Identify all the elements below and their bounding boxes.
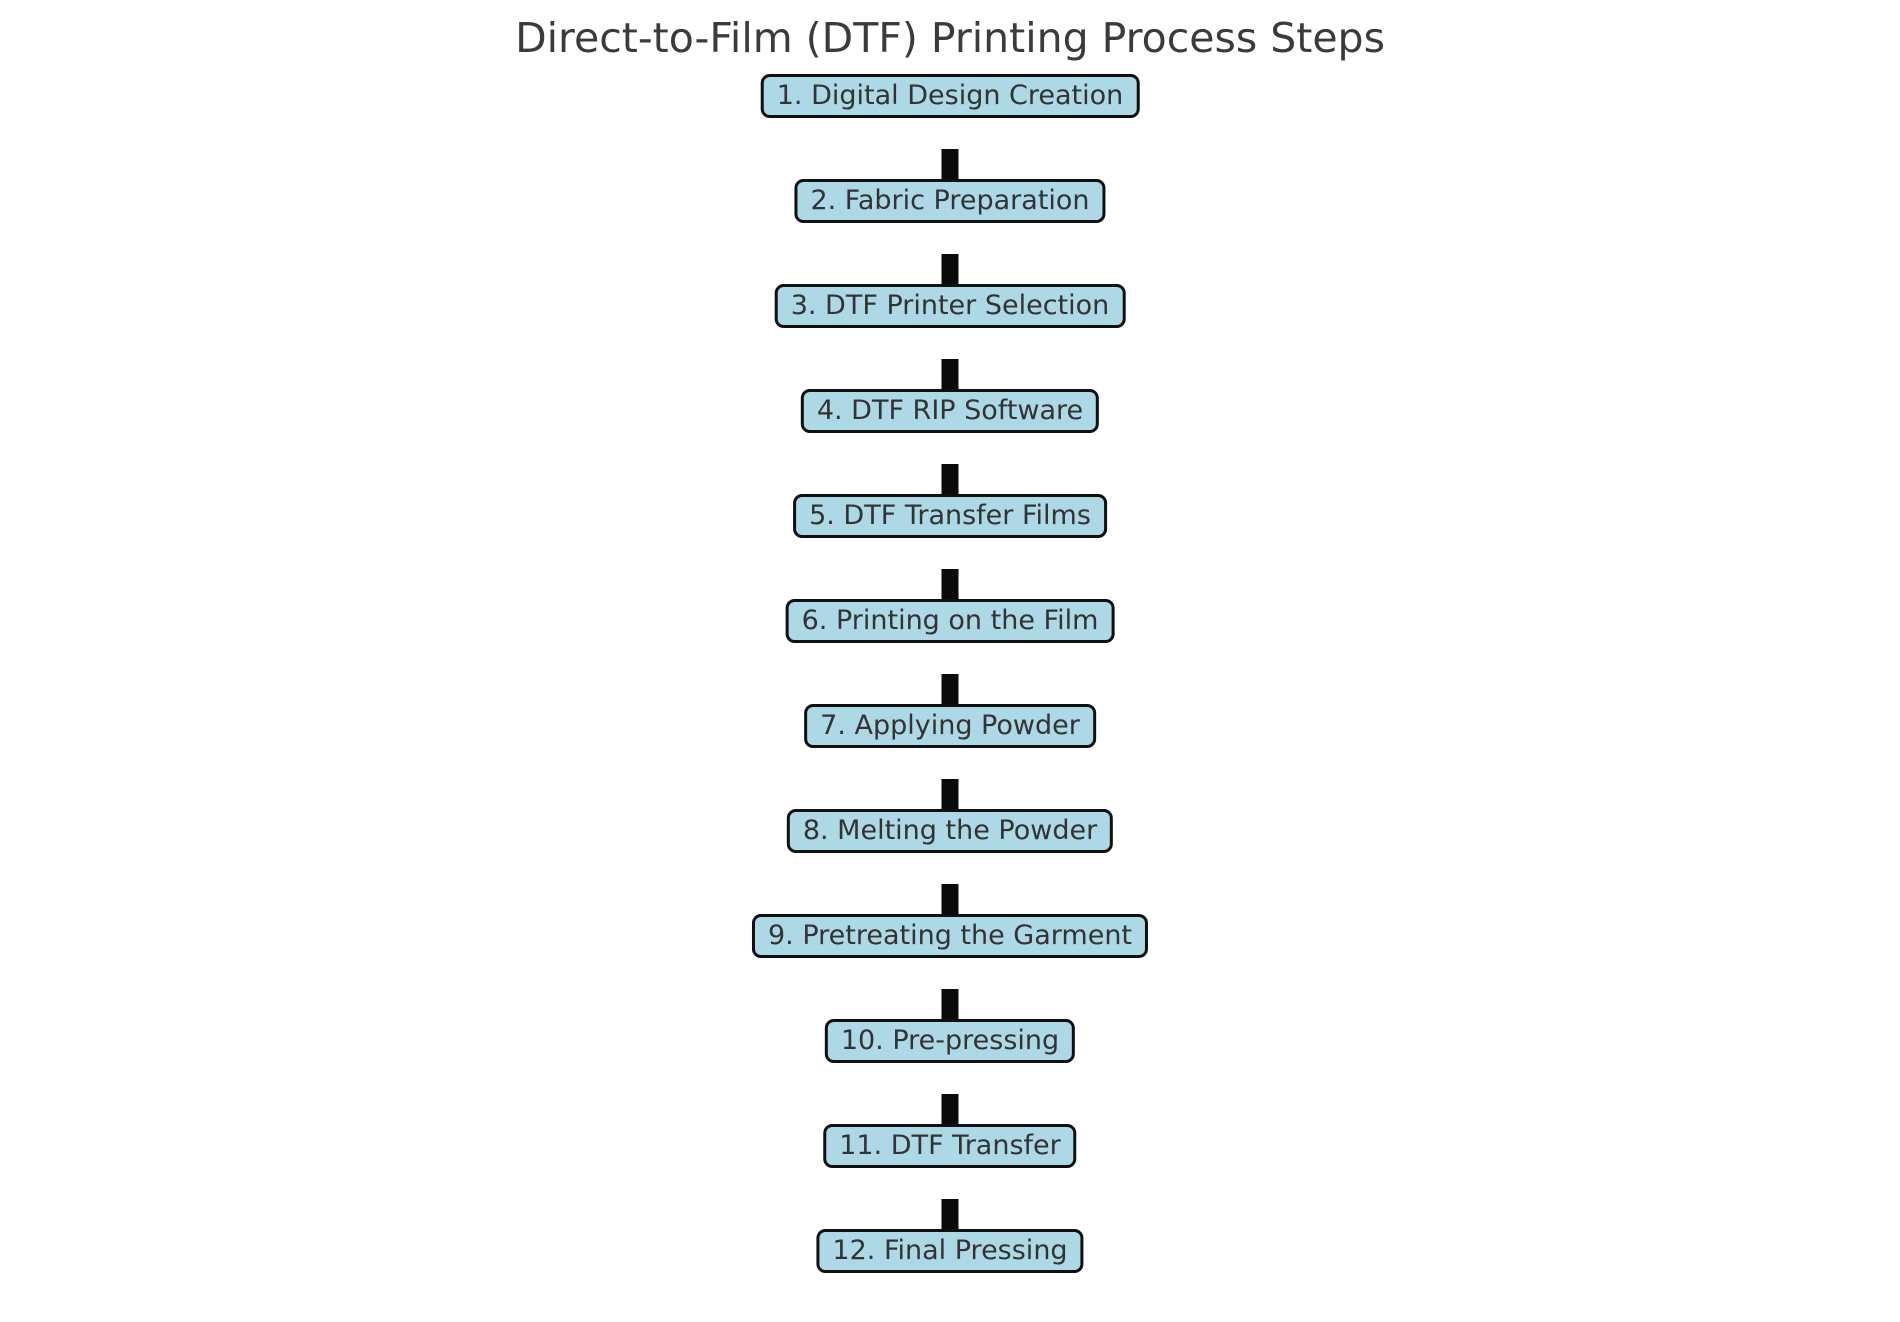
connector-10 — [941, 989, 959, 1019]
flow-row: 4. DTF RIP Software — [0, 337, 1900, 442]
flow-node-2[interactable]: 2. Fabric Preparation — [794, 179, 1106, 223]
connector-8 — [941, 779, 959, 809]
flow-node-12[interactable]: 12. Final Pressing — [816, 1229, 1084, 1273]
connector-7 — [941, 674, 959, 704]
flow-row: 7. Applying Powder — [0, 652, 1900, 757]
connector-11 — [941, 1094, 959, 1124]
flow-node-4[interactable]: 4. DTF RIP Software — [800, 389, 1100, 433]
connector-12 — [941, 1199, 959, 1229]
flow-node-10[interactable]: 10. Pre-pressing — [824, 1019, 1076, 1063]
flow-node-9[interactable]: 9. Pretreating the Garment — [751, 914, 1149, 958]
connector-9 — [941, 884, 959, 914]
flow-row: 5. DTF Transfer Films — [0, 442, 1900, 547]
flow-row: 2. Fabric Preparation — [0, 127, 1900, 232]
flow-node-7[interactable]: 7. Applying Powder — [804, 704, 1096, 748]
flow-node-11[interactable]: 11. DTF Transfer — [823, 1124, 1077, 1168]
connector-5 — [941, 464, 959, 494]
connector-2 — [941, 149, 959, 179]
flow-node-5[interactable]: 5. DTF Transfer Films — [793, 494, 1107, 538]
flow-row: 11. DTF Transfer — [0, 1072, 1900, 1177]
connector-4 — [941, 359, 959, 389]
flow-node-6[interactable]: 6. Printing on the Film — [785, 599, 1115, 643]
flow-row: 1. Digital Design Creation — [0, 22, 1900, 127]
flow-row: 10. Pre-pressing — [0, 967, 1900, 1072]
flow-row: 3. DTF Printer Selection — [0, 232, 1900, 337]
flow-node-8[interactable]: 8. Melting the Powder — [786, 809, 1114, 853]
flow-node-3[interactable]: 3. DTF Printer Selection — [774, 284, 1126, 328]
flow-row: 9. Pretreating the Garment — [0, 862, 1900, 967]
flow-node-1[interactable]: 1. Digital Design Creation — [760, 74, 1140, 118]
connector-6 — [941, 569, 959, 599]
connector-3 — [941, 254, 959, 284]
page-title: Direct-to-Film (DTF) Printing Process St… — [515, 14, 1385, 62]
flow-row: 12. Final Pressing — [0, 1177, 1900, 1282]
flow-row: 6. Printing on the Film — [0, 547, 1900, 652]
flow-row: 8. Melting the Powder — [0, 757, 1900, 862]
